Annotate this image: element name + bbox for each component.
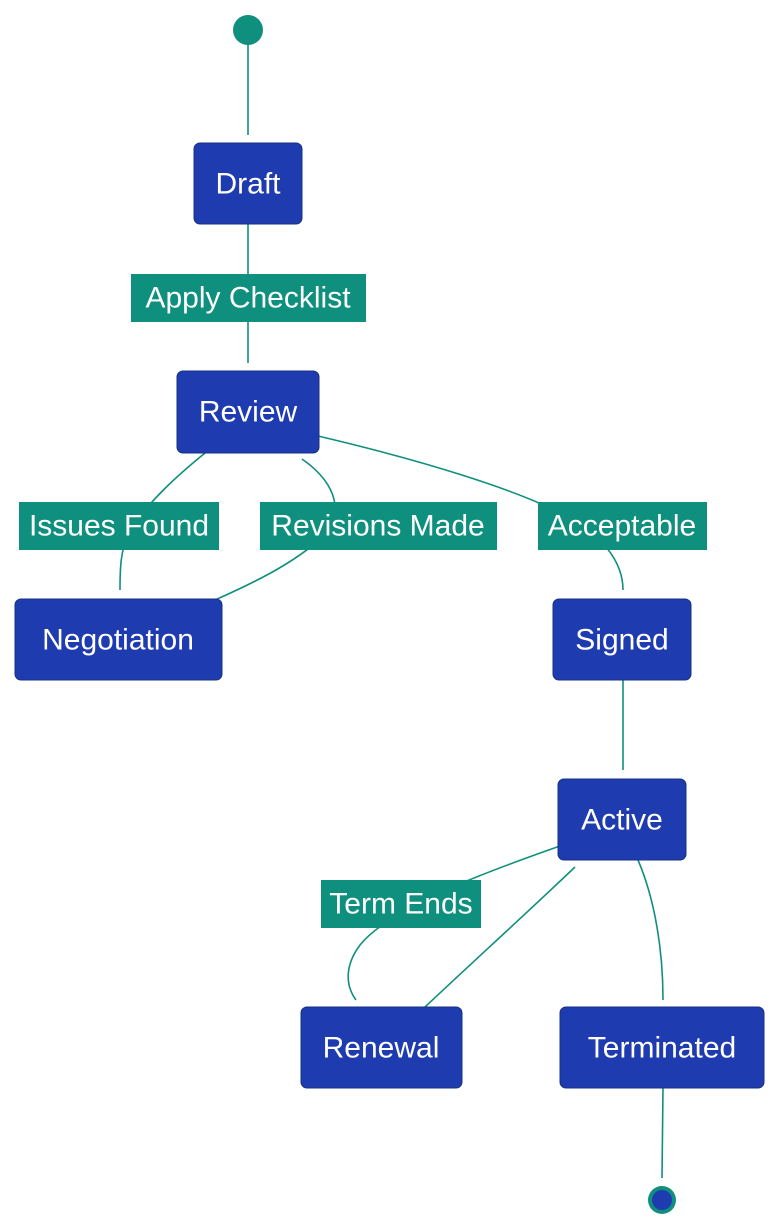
state-active[interactable]: Active (557, 778, 687, 861)
edge-label-apply-checklist-text: Apply Checklist (145, 282, 351, 315)
end-marker (648, 1186, 676, 1214)
edge-label-revisions-made: Revisions Made (260, 502, 497, 550)
edge-label-apply-checklist: Apply Checklist (131, 274, 366, 322)
edge-active-to-terminated (637, 859, 664, 1001)
state-terminated-label: Terminated (588, 1032, 736, 1065)
edge-terminated-to-end (661, 1087, 664, 1179)
state-signed-label: Signed (575, 624, 668, 657)
edge-label-acceptable: Acceptable (538, 502, 707, 550)
state-active-label: Active (581, 804, 663, 837)
state-signed[interactable]: Signed (552, 598, 692, 681)
edge-renewal-to-active (424, 866, 576, 1008)
start-marker (233, 15, 263, 45)
edge-label-term-ends-text: Term Ends (329, 888, 472, 921)
edge-label-revisions-made-text: Revisions Made (271, 510, 484, 543)
edge-label-issues-found-text: Issues Found (29, 510, 209, 543)
edge-label-acceptable-text: Acceptable (548, 510, 696, 543)
state-review[interactable]: Review (176, 370, 320, 454)
state-negotiation[interactable]: Negotiation (14, 598, 223, 681)
state-renewal[interactable]: Renewal (300, 1006, 463, 1089)
edge-label-issues-found: Issues Found (19, 502, 219, 550)
state-draft-label: Draft (215, 168, 281, 201)
state-renewal-label: Renewal (323, 1032, 440, 1065)
state-terminated[interactable]: Terminated (559, 1006, 765, 1089)
state-review-label: Review (199, 396, 298, 429)
state-draft[interactable]: Draft (193, 142, 303, 225)
state-negotiation-label: Negotiation (42, 624, 194, 657)
edge-label-term-ends: Term Ends (321, 880, 481, 928)
